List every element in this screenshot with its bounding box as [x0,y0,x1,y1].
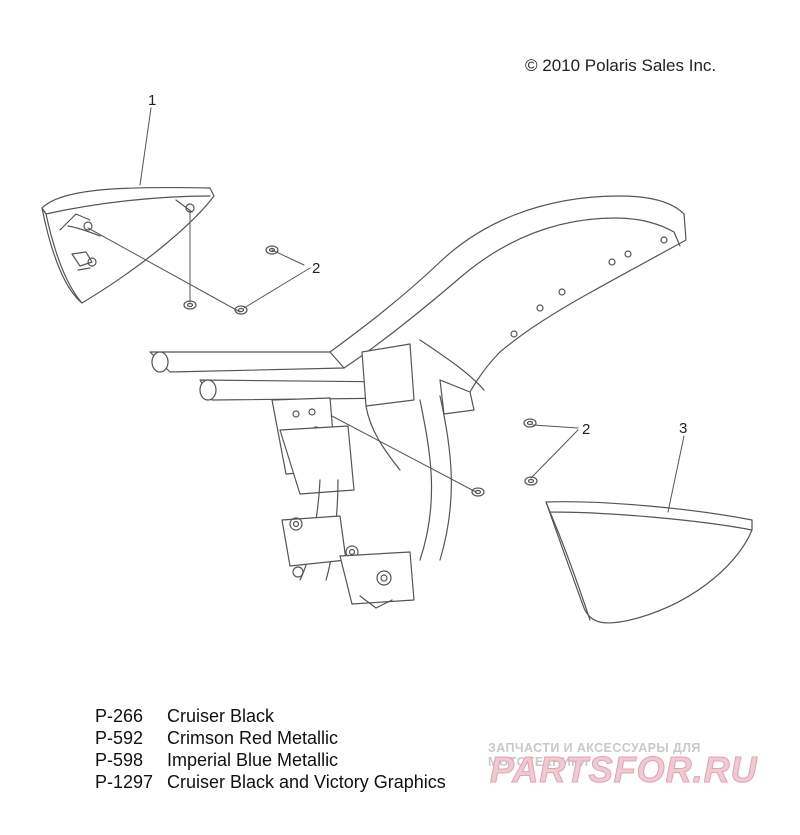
watermark-subtitle: ЗАПЧАСТИ И АКСЕССУАРЫ ДЛЯ МОТОТЕХНИКИ [488,741,701,769]
svg-text:PARTSFOR.RU: PARTSFOR.RU [490,749,758,788]
legend-name: Crimson Red Metallic [167,728,339,748]
legend-row: P-266 Cruiser Black [95,705,446,727]
legend-name: Cruiser Black [167,706,275,726]
callout-2-upper: 2 [312,260,321,277]
side-cover-left [41,186,215,304]
callout-1: 1 [148,92,157,109]
callout-3: 3 [679,420,688,437]
motorcycle-frame [149,195,687,609]
paint-code-legend: P-266 Cruiser Black P-592 Crimson Red Meta… [95,705,446,793]
copyright-text: © 2010 Polaris Sales Inc. [525,56,717,75]
legend-name: Cruiser Black and Victory Graphics [167,772,446,792]
side-cover-right [545,501,753,624]
legend-code: P-598 [95,750,144,770]
legend-row: P-592 Crimson Red Metallic [95,727,446,749]
callout-2-lower: 2 [582,421,591,438]
legend-code: P-592 [95,728,144,748]
legend-row: P-1297 Cruiser Black and Victory Graphics [95,771,446,793]
watermark-logo: PARTSFOR.RU [490,749,758,789]
legend-name: Imperial Blue Metallic [167,750,339,770]
legend-code: P-1297 [95,772,154,792]
legend-code: P-266 [95,706,144,726]
legend-row: P-598 Imperial Blue Metallic [95,749,446,771]
grommets [183,245,538,497]
